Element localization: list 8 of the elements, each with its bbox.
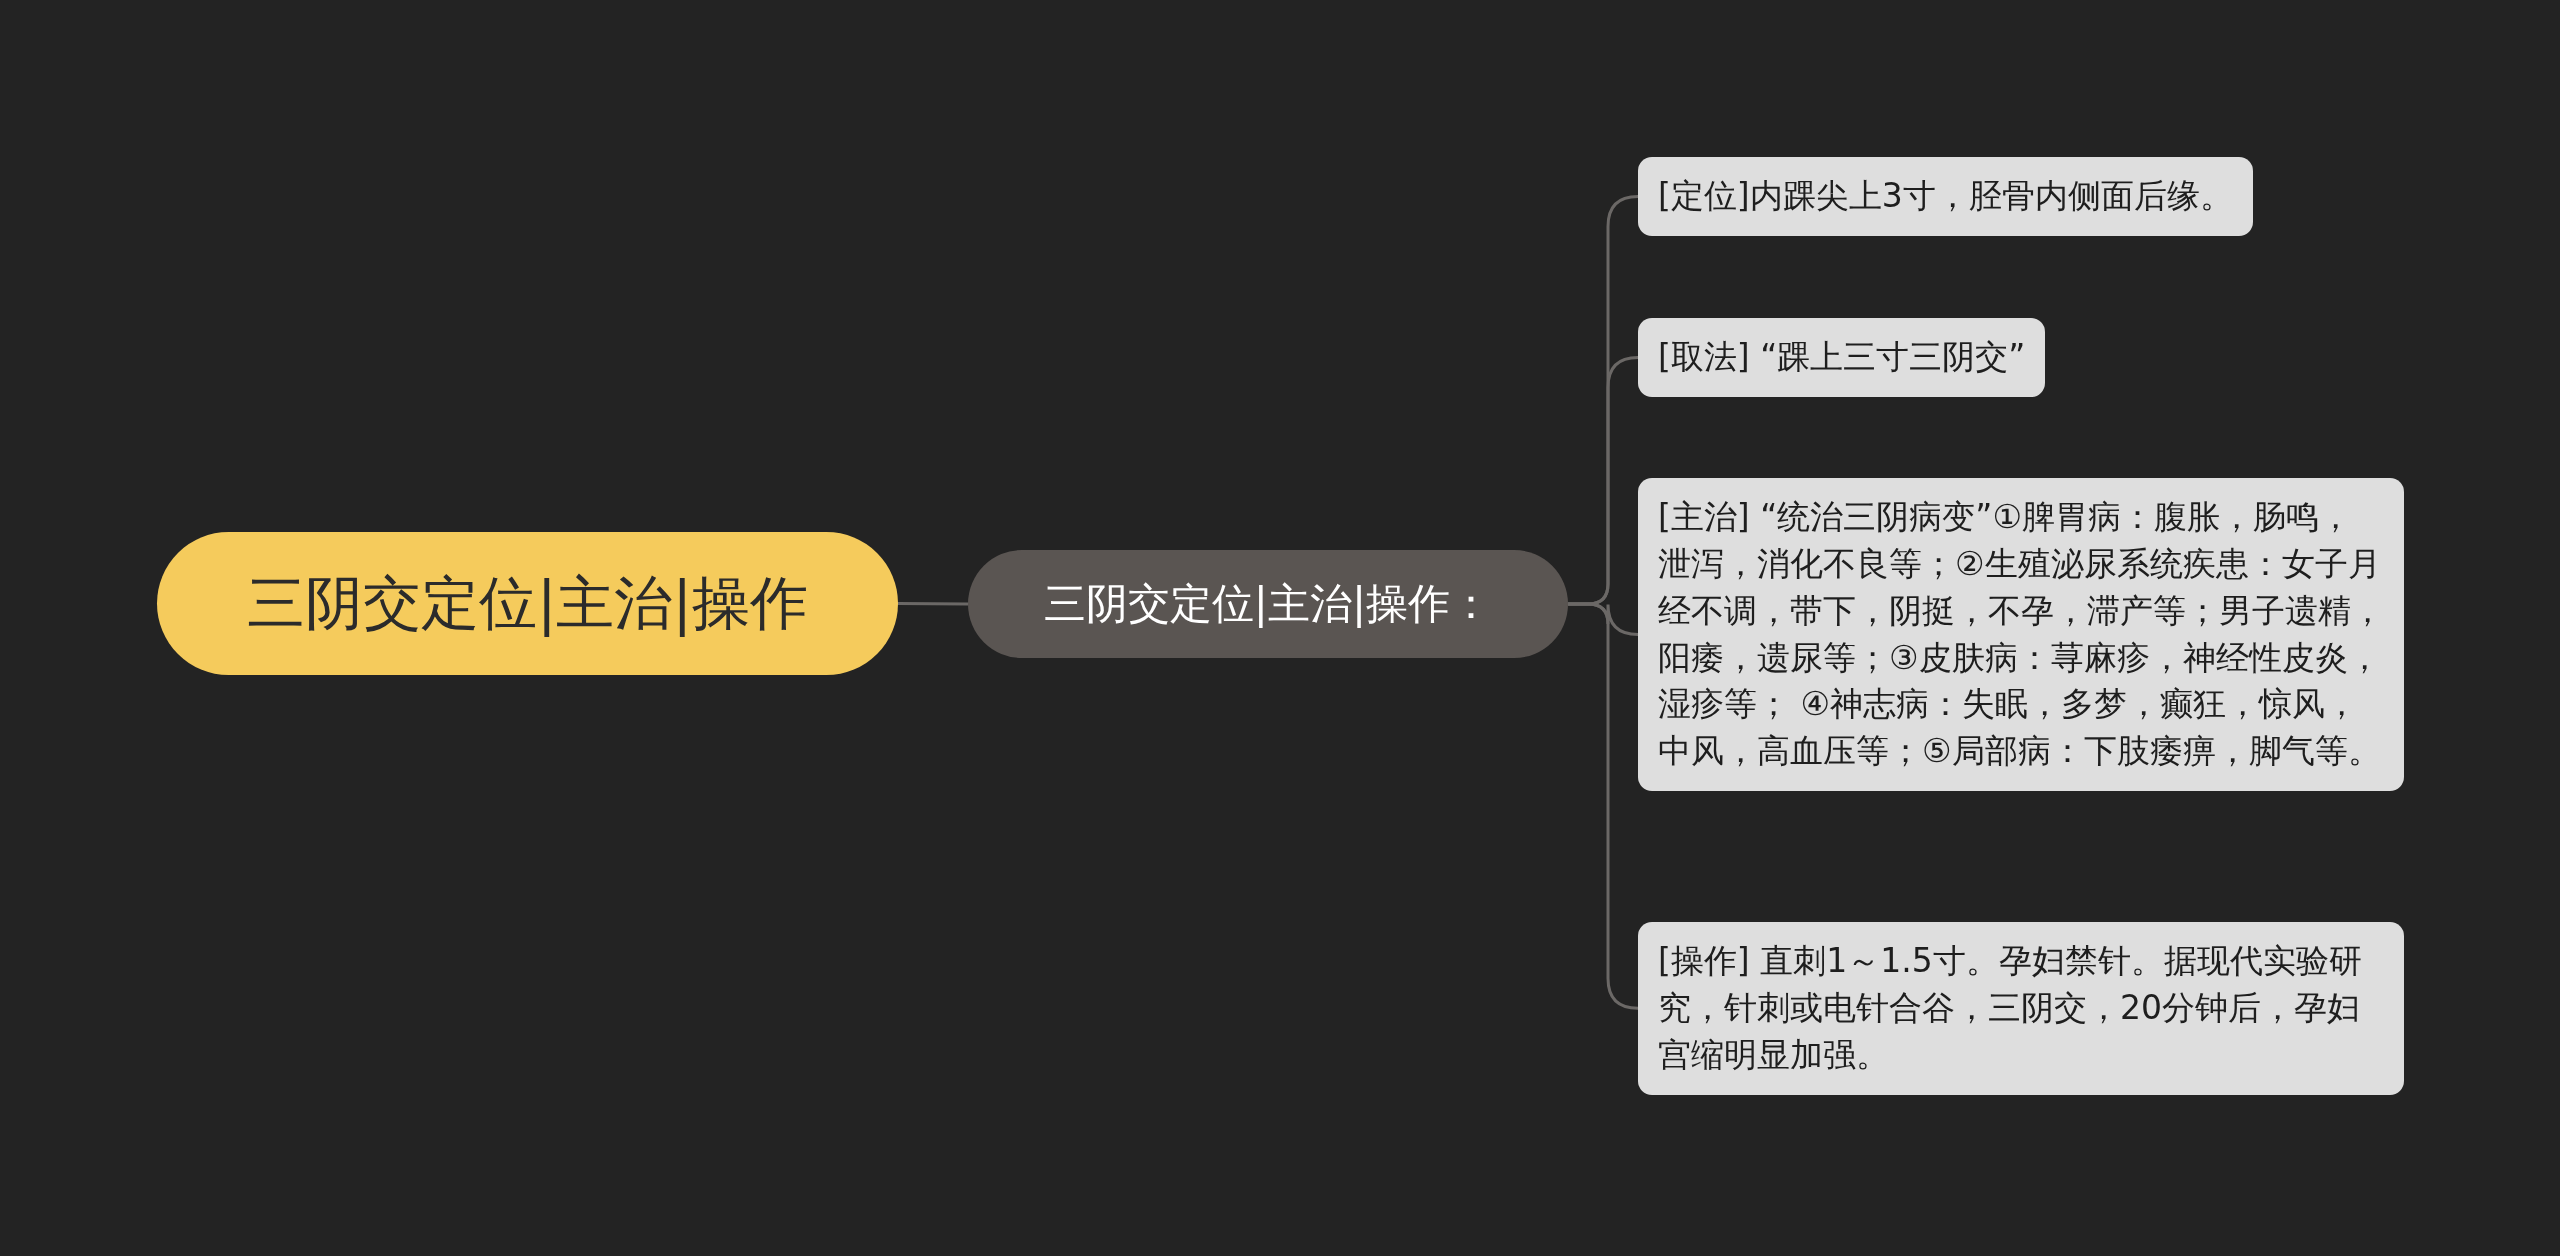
subtopic-pill: 三阴交定位|主治|操作： <box>968 550 1568 658</box>
note-box: [主治] “统治三阴病变”①脾胃病：腹胀，肠鸣，泄泻，消化不良等；②生殖泌尿系统疾患：女子月经不调，带下，阴挺，不孕，滞产等；男子遗精，阳痿，遗尿等；③皮肤病：荨麻疹，神经性皮炎，湿疹等； ④神志病：失眠，多梦，癫狂，惊风，中风，高血压等；⑤局部病：下肢痿痹，脚气等。 <box>1638 478 2404 792</box>
note-box: [定位]内踝尖上3寸，胫骨内侧面后缘。 <box>1638 157 2253 236</box>
connector-line <box>1568 602 1639 1010</box>
connector-line <box>898 602 968 606</box>
note-box: [操作] 直刺1～1.5寸。孕妇禁针。据现代实验研究，针刺或电针合谷，三阴交，20分钟后，孕妇宫缩明显加强。 <box>1638 922 2404 1095</box>
note-box: [取法] “踝上三寸三阴交” <box>1638 318 2046 397</box>
topic-pill: 三阴交定位|主治|操作 <box>157 532 898 675</box>
